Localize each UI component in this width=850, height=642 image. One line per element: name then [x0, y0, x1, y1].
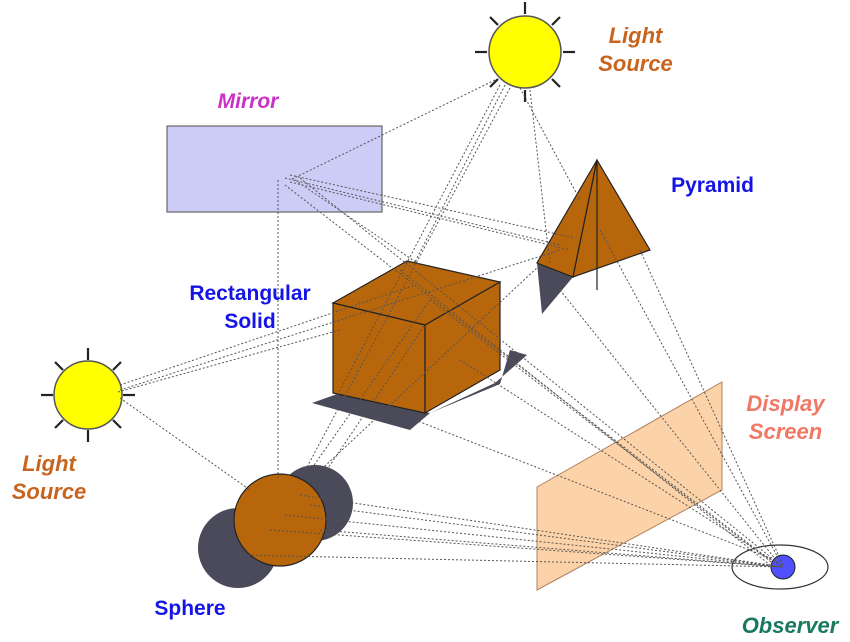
display-screen: [536, 381, 723, 591]
box-side-face: [424, 280, 501, 415]
display-screen-label: Display Screen: [746, 391, 825, 444]
pyramid-shadow: [537, 263, 573, 314]
rectangular-solid-label: Rectangular Solid: [189, 282, 311, 333]
mirror: [166, 125, 383, 213]
mirror-label: Mirror: [217, 90, 279, 113]
light-source-top: [475, 2, 575, 102]
observer-orbit: [731, 544, 829, 590]
observer-label: Observer: [741, 613, 839, 638]
pyramid-right-face: [572, 158, 651, 278]
light-source-top-label: Light Source: [598, 23, 673, 76]
light-source-left-label: Light Source: [11, 451, 87, 504]
rectangular-solid-shadow: [312, 350, 527, 430]
sphere: [233, 473, 327, 567]
sphere-label: Sphere: [154, 597, 226, 620]
light-source-left: [41, 348, 135, 442]
rays: [117, 79, 784, 568]
pyramid-label: Pyramid: [671, 174, 754, 197]
